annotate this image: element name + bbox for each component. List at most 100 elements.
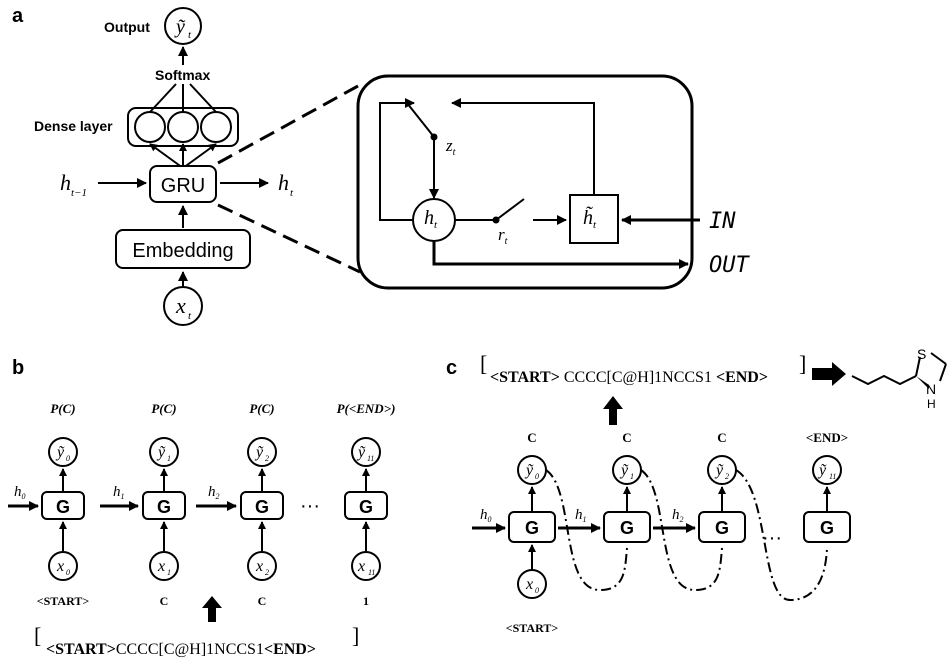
- h-next-label: h t: [278, 170, 294, 199]
- gen-step-1: ỹ 1 G: [603, 455, 651, 543]
- r-label: rt: [498, 225, 508, 247]
- svg-text:ỹ: ỹ: [55, 444, 65, 461]
- zoom-line-top: [217, 84, 359, 165]
- softmax-label: Softmax: [155, 67, 210, 83]
- input-token: C: [258, 594, 267, 608]
- feedback-curve-2: [640, 469, 723, 592]
- gru-to-dense-arrows: [149, 143, 217, 169]
- svg-text:ỹ: ỹ: [524, 462, 534, 479]
- svg-text:t−1: t−1: [71, 187, 87, 199]
- unroll-step-11: ỹ 11 G x 11: [344, 437, 388, 581]
- svg-text:ỹ: ỹ: [619, 462, 629, 479]
- output-node: ỹ t: [164, 7, 202, 45]
- smiles-string-b: [ <START>CCCC[C@H]1NCCS1<END> ]: [34, 623, 359, 658]
- hydrogen-atom: H: [927, 397, 936, 411]
- right-arrow-c: [812, 362, 846, 386]
- svg-text:x: x: [56, 558, 64, 575]
- output-label: Output: [104, 19, 150, 35]
- ellipsis: ···: [300, 495, 320, 517]
- svg-text:G: G: [620, 518, 634, 538]
- h2-label-c: h2: [672, 507, 684, 524]
- svg-text:G: G: [820, 518, 834, 538]
- panel-label-b: b: [12, 357, 24, 379]
- r-switch: [495, 198, 525, 221]
- svg-text:2: 2: [265, 568, 269, 577]
- svg-text:Embedding: Embedding: [132, 240, 233, 262]
- svg-text:t: t: [188, 29, 192, 41]
- input-node-x: x t: [163, 286, 203, 326]
- gen-step-0: ỹ 0 G x 0: [508, 455, 556, 599]
- h1-label-c: h1: [575, 507, 587, 524]
- panel-label-a: a: [12, 5, 24, 27]
- prob-label: P(C): [249, 401, 274, 416]
- svg-text:x: x: [175, 293, 186, 318]
- output-token: C: [622, 430, 631, 445]
- svg-text:G: G: [525, 518, 539, 538]
- up-arrow-b: [202, 596, 222, 622]
- feedback-curve-3: [735, 469, 828, 602]
- svg-text:[: [: [34, 623, 41, 648]
- svg-text:h: h: [60, 170, 71, 195]
- sulfur-atom: S: [917, 346, 926, 362]
- svg-text:11: 11: [829, 472, 836, 481]
- nitrogen-atom: N: [926, 381, 936, 397]
- zoom-line-bottom: [217, 203, 361, 274]
- svg-text:0: 0: [535, 586, 539, 595]
- h-prev-label: h t−1: [60, 170, 87, 199]
- svg-text:1: 1: [167, 568, 171, 577]
- svg-text:11: 11: [367, 454, 374, 463]
- svg-text:G: G: [359, 497, 373, 517]
- svg-text:<START> CCCC[C@H]1NCCS1 <END>: <START> CCCC[C@H]1NCCS1 <END>: [490, 369, 768, 386]
- h1-label: h1: [113, 484, 125, 501]
- out-label: OUT: [709, 253, 750, 278]
- unroll-step-0: ỹ 0 G x 0: [41, 437, 85, 581]
- gen-step-11: ỹ 11 G: [803, 455, 851, 543]
- svg-text:t: t: [188, 310, 192, 322]
- svg-text:h: h: [278, 170, 289, 195]
- unroll-step-2: ỹ 2 G x 2: [240, 437, 284, 581]
- svg-text:2: 2: [265, 454, 269, 463]
- h-tilde-box: [569, 194, 619, 244]
- output-token: C: [717, 430, 726, 445]
- svg-text:x: x: [357, 558, 365, 575]
- svg-text:<START>CCCC[C@H]1NCCS1<END>: <START>CCCC[C@H]1NCCS1<END>: [46, 641, 316, 658]
- prob-label: P(<END>): [337, 401, 396, 416]
- svg-text:G: G: [157, 497, 171, 517]
- unroll-step-1: ỹ 1 G x 1: [142, 437, 186, 581]
- svg-text:ỹ: ỹ: [714, 462, 724, 479]
- out-arrow: [432, 241, 689, 269]
- svg-text:G: G: [56, 497, 70, 517]
- svg-text:x: x: [255, 558, 263, 575]
- up-arrow-c: [603, 396, 623, 425]
- output-token: C: [527, 430, 536, 445]
- smiles-string-c: [ <START> CCCC[C@H]1NCCS1 <END> ]: [480, 351, 806, 386]
- svg-text:1: 1: [167, 454, 171, 463]
- output-token: <END>: [806, 430, 848, 445]
- z-switch: [406, 102, 435, 138]
- molecule-structure: [851, 352, 947, 389]
- panel-label-c: c: [446, 357, 457, 379]
- svg-text:GRU: GRU: [161, 175, 205, 197]
- in-label: IN: [709, 209, 736, 234]
- h0-label: h0: [14, 484, 26, 501]
- z-label: zt: [445, 136, 456, 158]
- svg-text:[: [: [480, 351, 487, 376]
- gru-cell-detail: [356, 74, 700, 290]
- svg-text:0: 0: [66, 454, 70, 463]
- input-token: <START>: [37, 594, 90, 608]
- svg-text:x: x: [157, 558, 165, 575]
- svg-text:]: ]: [352, 623, 359, 648]
- svg-text:G: G: [255, 497, 269, 517]
- ellipsis-c: ···: [762, 527, 782, 549]
- h2-label: h2: [208, 484, 220, 501]
- dense-layer: [127, 83, 239, 147]
- svg-text:11: 11: [368, 568, 375, 577]
- svg-text:2: 2: [725, 472, 729, 481]
- prob-label: P(C): [50, 401, 75, 416]
- svg-text:t: t: [290, 187, 294, 199]
- svg-text:0: 0: [535, 472, 539, 481]
- prob-label: P(C): [151, 401, 176, 416]
- start-token-c: <START>: [506, 621, 559, 635]
- svg-text:1: 1: [630, 472, 634, 481]
